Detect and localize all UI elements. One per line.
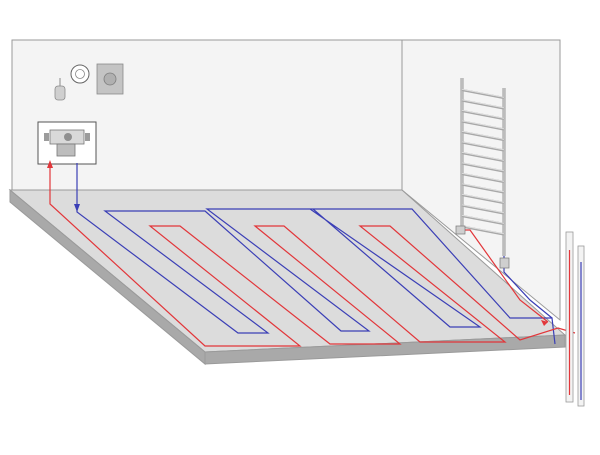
mixing-valve-unit-icon (37, 121, 97, 165)
heating-circuit (47, 160, 576, 347)
radiator-rail (461, 183, 505, 194)
radiator-rail (461, 172, 505, 184)
radiator-rail (461, 162, 505, 173)
supply-flow-up-arrow-icon (47, 160, 53, 168)
radiator-rail (461, 225, 505, 236)
return-flow-arrow-icon (74, 204, 80, 212)
radiator-rail-highlight (461, 152, 505, 161)
radiator-rail-highlight (461, 89, 505, 98)
radiator-rail-highlight (461, 120, 505, 130)
radiator-rail (461, 99, 505, 110)
towel-radiator-icon (460, 78, 506, 256)
radiator-rail (461, 193, 505, 205)
radiator-rail-highlight (461, 110, 505, 119)
room-thermostat-icon (70, 64, 90, 84)
radiator-valve-left-icon (455, 225, 466, 235)
temperature-sensor-icon (54, 78, 66, 101)
riser-pipes-icon (565, 231, 585, 407)
radiator-rail-highlight (461, 162, 505, 172)
radiator-rail-highlight (461, 141, 505, 151)
radiator-rail-highlight (461, 225, 505, 235)
radiator-rail (461, 204, 505, 215)
control-panel-icon (96, 63, 124, 95)
radiator-rail (461, 88, 505, 100)
radiator-rail-highlight (461, 204, 505, 214)
radiator-rail (461, 109, 505, 121)
radiator-rail (461, 130, 505, 142)
radiator-valve-right-icon (499, 257, 510, 269)
radiator-rail (461, 214, 505, 226)
radiator-rail-highlight (461, 194, 505, 203)
radiator-supply-pipe (462, 229, 549, 323)
radiator-rail-highlight (461, 173, 505, 182)
supply-pipe (49, 163, 576, 347)
radiator-rail-highlight (461, 131, 505, 140)
radiator-rail-highlight (461, 99, 505, 109)
radiator-valves (455, 225, 510, 269)
controls (37, 63, 124, 165)
radiator-rail-highlight (461, 183, 505, 193)
radiator-rail-highlight (461, 215, 505, 224)
radiator-rail (461, 141, 505, 152)
radiator-rail (461, 120, 505, 131)
back-wall (11, 39, 403, 191)
supply-flow-arrow-icon (541, 320, 548, 326)
return-pipe (76, 163, 556, 345)
radiator-rail (461, 151, 505, 163)
